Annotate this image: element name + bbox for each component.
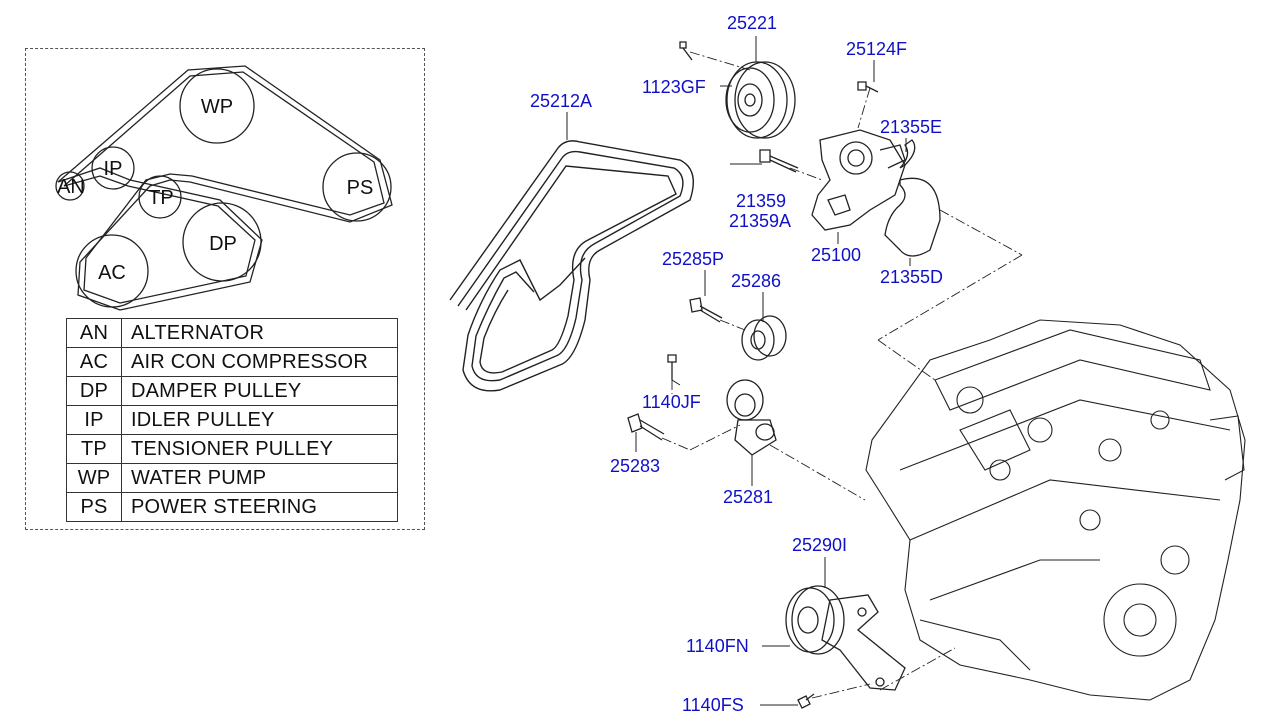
routing-pulley-dp bbox=[182, 202, 262, 282]
legend-abbr: AN bbox=[66, 318, 122, 348]
routing-pulley-ip bbox=[91, 146, 135, 190]
bolt-21359 bbox=[759, 149, 799, 173]
bolt-25124f bbox=[857, 81, 879, 93]
gasket-21355e bbox=[899, 139, 916, 169]
legend-abbr: AC bbox=[66, 347, 122, 377]
part-label-25290i[interactable]: 25290I bbox=[792, 535, 848, 555]
routing-label-ip: IP bbox=[104, 158, 123, 180]
part-label-25221[interactable]: 25221 bbox=[727, 13, 778, 33]
routing-pulley-ac bbox=[75, 234, 149, 308]
routing-pulley-tp bbox=[138, 175, 182, 219]
part-label-1140fn[interactable]: 1140FN bbox=[686, 636, 749, 656]
legend-name: WATER PUMP bbox=[121, 463, 398, 493]
serpentine-belt bbox=[449, 140, 694, 392]
bolt-1123gf bbox=[679, 41, 693, 61]
part-label-25100[interactable]: 25100 bbox=[811, 245, 862, 265]
part-label-21359a[interactable]: 21359A bbox=[729, 211, 792, 231]
routing-label-tp: TP bbox=[148, 187, 174, 209]
gasket-21355d bbox=[884, 177, 941, 257]
routing-pulley-an bbox=[55, 171, 85, 201]
routing-pulley-wp bbox=[179, 68, 255, 144]
part-label-21355e[interactable]: 21355E bbox=[880, 117, 943, 137]
tensioner-25281 bbox=[726, 379, 777, 456]
routing-belt bbox=[57, 65, 393, 311]
legend-name: ALTERNATOR bbox=[121, 318, 398, 348]
routing-label-dp: DP bbox=[209, 233, 237, 255]
part-label-1123gf[interactable]: 1123GF bbox=[642, 77, 706, 97]
bolt-1140fs bbox=[797, 693, 815, 709]
water-pump-25100 bbox=[811, 129, 906, 231]
part-label-25124f[interactable]: 25124F bbox=[846, 39, 908, 59]
routing-label-an: AN bbox=[57, 176, 85, 198]
routing-pulley-ps bbox=[322, 152, 392, 222]
legend-name: DAMPER PULLEY bbox=[121, 376, 398, 406]
part-label-25212a[interactable]: 25212A bbox=[530, 91, 593, 111]
part-label-1140fs[interactable]: 1140FS bbox=[682, 695, 744, 715]
engine-block bbox=[865, 319, 1246, 701]
part-label-21355d[interactable]: 21355D bbox=[880, 267, 944, 287]
leader-lines bbox=[566, 36, 911, 706]
part-label-25281[interactable]: 25281 bbox=[723, 487, 774, 507]
routing-label-wp: WP bbox=[201, 96, 233, 118]
legend-name: IDLER PULLEY bbox=[121, 405, 398, 435]
legend-name: TENSIONER PULLEY bbox=[121, 434, 398, 464]
part-label-21359[interactable]: 21359 bbox=[736, 191, 787, 211]
bolt-25285p bbox=[689, 297, 723, 323]
part-label-25285p[interactable]: 25285P bbox=[662, 249, 725, 269]
alignment-lines bbox=[661, 51, 1023, 699]
part-label-25286[interactable]: 25286 bbox=[731, 271, 782, 291]
legend-abbr: TP bbox=[66, 434, 122, 464]
legend-abbr: WP bbox=[66, 463, 122, 493]
routing-label-ac: AC bbox=[98, 262, 126, 284]
part-label-1140jf[interactable]: 1140JF bbox=[642, 392, 701, 412]
bolt-1140jf bbox=[667, 354, 677, 380]
bolt-25283 bbox=[627, 413, 665, 441]
idler-pulley-25286 bbox=[741, 315, 787, 361]
legend-abbr: DP bbox=[66, 376, 122, 406]
part-label-25283[interactable]: 25283 bbox=[610, 456, 661, 476]
legend-name: AIR CON COMPRESSOR bbox=[121, 347, 398, 377]
pulley-25221 bbox=[725, 61, 796, 139]
belt-routing-panel bbox=[25, 48, 425, 530]
legend-name: POWER STEERING bbox=[121, 492, 398, 522]
routing-label-ps: PS bbox=[347, 177, 374, 199]
legend-abbr: PS bbox=[66, 492, 122, 522]
legend-abbr: IP bbox=[66, 405, 122, 435]
pulley-25290i bbox=[785, 585, 906, 691]
